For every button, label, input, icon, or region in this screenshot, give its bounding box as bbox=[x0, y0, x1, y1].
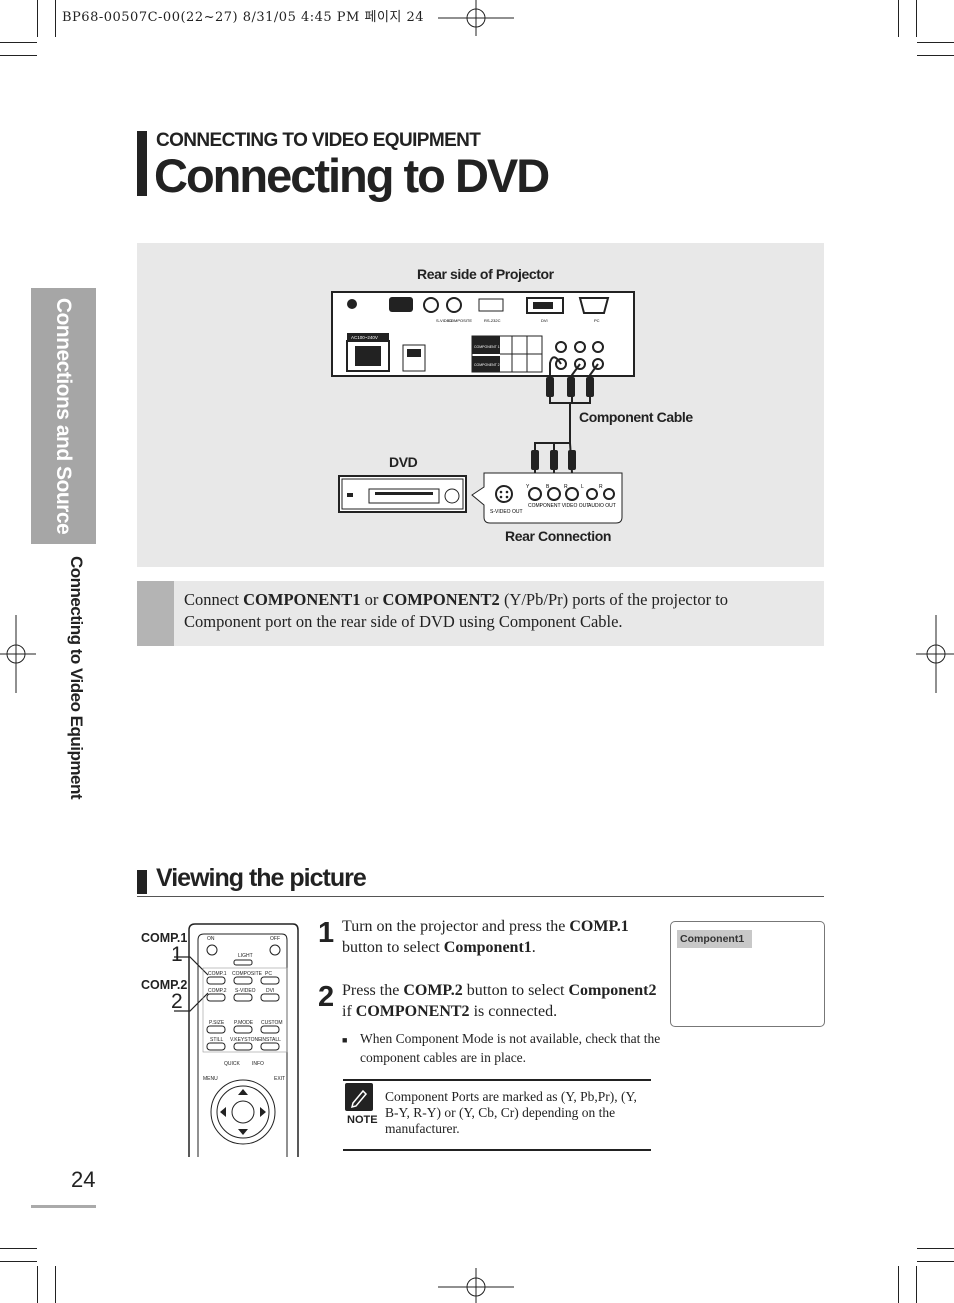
crop-mark bbox=[55, 1266, 56, 1303]
rear-side-label: Rear side of Projector bbox=[417, 266, 554, 282]
print-header: BP68-00507C-00(22~27) 8/31/05 4:45 PM 페이… bbox=[62, 10, 425, 25]
section-label: CONNECTING TO VIDEO EQUIPMENT bbox=[156, 130, 481, 151]
crop-mark bbox=[0, 1261, 37, 1262]
svg-text:P.SIZE: P.SIZE bbox=[209, 1020, 225, 1026]
svg-text:CUSTOM: CUSTOM bbox=[261, 1020, 283, 1026]
chapter-tab: Connections and Source Setup bbox=[0, 288, 96, 544]
svg-text:LIGHT: LIGHT bbox=[238, 953, 253, 959]
svg-text:COMPOSITE: COMPOSITE bbox=[448, 318, 472, 323]
cable-plugs bbox=[531, 377, 594, 470]
crop-mark bbox=[917, 42, 954, 43]
subchapter-label: Connecting to Video Equipment bbox=[67, 556, 86, 800]
note-rule-bottom bbox=[343, 1149, 651, 1151]
crop-mark bbox=[898, 1266, 899, 1303]
dvd-player bbox=[338, 475, 467, 513]
svg-text:COMPONENT 2: COMPONENT 2 bbox=[474, 363, 500, 367]
dvd-label: DVD bbox=[389, 454, 418, 470]
svg-text:S-VIDEO: S-VIDEO bbox=[436, 318, 452, 323]
svg-text:COMPOSITE: COMPOSITE bbox=[232, 971, 263, 977]
svg-text:Y: Y bbox=[526, 484, 530, 490]
crop-mark bbox=[55, 0, 56, 37]
svg-text:QUICK: QUICK bbox=[224, 1061, 241, 1067]
svg-text:PC: PC bbox=[594, 318, 600, 323]
page-number-rule bbox=[31, 1205, 96, 1208]
comp1-callout-number: 1 bbox=[171, 943, 183, 966]
chapter-tab-label: Connections and Source Setup bbox=[0, 297, 75, 535]
svg-text:S-VIDEO: S-VIDEO bbox=[235, 988, 256, 994]
crop-mark bbox=[37, 0, 38, 37]
svg-text:EXIT: EXIT bbox=[274, 1076, 285, 1082]
svg-text:ON: ON bbox=[207, 936, 215, 942]
note-rule-top bbox=[343, 1079, 651, 1081]
comp2-callout-label: COMP.2 bbox=[141, 978, 188, 992]
remote-control-illustration: ON OFF LIGHT COMP.1 COMPOSITE PC COMP.2 … bbox=[174, 923, 299, 1157]
step-2-number: 2 bbox=[318, 981, 335, 1013]
svg-text:R: R bbox=[599, 484, 603, 490]
step-1-number: 1 bbox=[318, 917, 335, 949]
svg-text:INSTALL: INSTALL bbox=[261, 1037, 281, 1043]
step-2-text: Press the COMP.2 button to select Compon… bbox=[342, 982, 657, 1020]
svg-text:P.MODE: P.MODE bbox=[234, 1020, 254, 1026]
svg-text:V.KEYSTONE: V.KEYSTONE bbox=[230, 1037, 262, 1043]
svg-text:AUDIO OUT: AUDIO OUT bbox=[588, 503, 616, 509]
svg-text:MENU: MENU bbox=[203, 1076, 218, 1082]
crop-mark bbox=[898, 0, 899, 37]
crop-mark bbox=[917, 1248, 954, 1249]
connection-diagram: Rear side of Projector Component Cable D… bbox=[137, 243, 824, 567]
page-title: Connecting to DVD bbox=[154, 149, 550, 202]
section-bar-decoration bbox=[137, 870, 147, 894]
step-1-text: Turn on the projector and press the COMP… bbox=[342, 918, 629, 956]
crop-mark bbox=[0, 55, 37, 56]
crop-mark bbox=[916, 1266, 917, 1303]
svg-text:COMP.2: COMP.2 bbox=[208, 988, 227, 994]
crop-mark bbox=[0, 1248, 37, 1249]
crop-mark bbox=[0, 42, 37, 43]
note-label: NOTE bbox=[347, 1114, 378, 1126]
projector-rear-panel: S-VIDEO COMPOSITE RS-232C DVI PC AC100~2… bbox=[331, 291, 635, 377]
comp2-callout-number: 2 bbox=[171, 990, 183, 1013]
section-rule bbox=[137, 896, 824, 897]
rear-connection-label: Rear Connection bbox=[505, 528, 612, 544]
instruction-band-tab bbox=[137, 581, 174, 646]
svg-text:B: B bbox=[546, 484, 550, 490]
svg-text:R: R bbox=[564, 484, 568, 490]
dvd-rear-callout: Y B R L R S-VIDEO OUT COMPONENT VIDEO OU… bbox=[471, 472, 623, 524]
step-2-bullet-note: ■When Component Mode is not available, c… bbox=[342, 1031, 661, 1065]
component-cable-label: Component Cable bbox=[579, 409, 693, 425]
instruction-text: Connect COMPONENT1 or COMPONENT2 (Y/Pb/P… bbox=[184, 590, 729, 631]
title-bar-decoration bbox=[137, 131, 147, 196]
svg-text:DVI: DVI bbox=[541, 318, 548, 323]
diagram-art: S-VIDEO COMPOSITE RS-232C DVI PC AC100~2… bbox=[331, 291, 635, 524]
svg-text:AC100~240V: AC100~240V bbox=[351, 335, 378, 340]
screen-source-tag: Component1 bbox=[677, 930, 752, 948]
comp1-callout-label: COMP.1 bbox=[141, 931, 188, 945]
crop-mark bbox=[917, 1261, 954, 1262]
svg-text:COMPONENT 1: COMPONENT 1 bbox=[474, 345, 500, 349]
svg-text:STILL: STILL bbox=[210, 1037, 224, 1043]
crop-mark bbox=[37, 1266, 38, 1303]
pencil-icon bbox=[345, 1083, 373, 1111]
svg-text:S-VIDEO OUT: S-VIDEO OUT bbox=[490, 509, 523, 515]
instruction-band bbox=[137, 581, 824, 646]
svg-text:RS-232C: RS-232C bbox=[484, 318, 501, 323]
crop-mark bbox=[917, 55, 954, 56]
svg-text:L: L bbox=[581, 484, 584, 490]
page-number: 24 bbox=[71, 1167, 96, 1192]
svg-text:PC: PC bbox=[265, 971, 272, 977]
crop-mark bbox=[916, 0, 917, 37]
svg-text:OFF: OFF bbox=[270, 936, 280, 942]
section-title: Viewing the picture bbox=[156, 864, 367, 892]
note-text: Component Ports are marked as (Y, Pb,Pr)… bbox=[385, 1089, 637, 1136]
svg-text:COMPONENT VIDEO OUT: COMPONENT VIDEO OUT bbox=[528, 503, 589, 509]
svg-text:DVI: DVI bbox=[266, 988, 274, 994]
svg-text:COMP.1: COMP.1 bbox=[208, 971, 227, 977]
svg-text:INFO: INFO bbox=[252, 1061, 264, 1067]
